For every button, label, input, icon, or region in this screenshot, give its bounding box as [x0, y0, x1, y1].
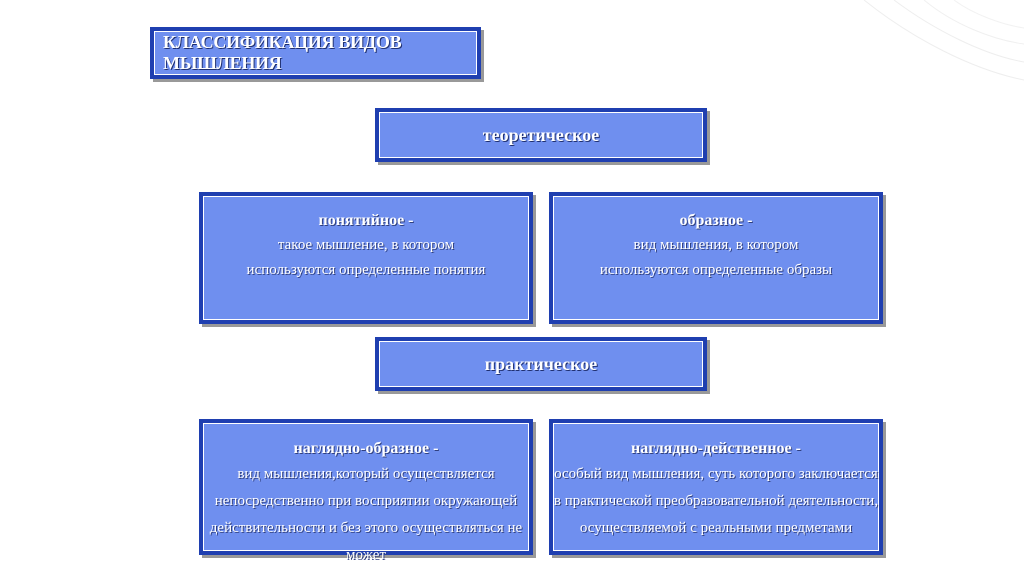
figurative-thinking-card: образное - вид мышления, в котором испол… [549, 192, 883, 324]
card-heading: наглядно-действенное - [631, 440, 801, 457]
card-line: действительности и без этого осуществлят… [209, 520, 523, 563]
practical-category: практическое [375, 337, 707, 391]
visual-action-thinking-card: наглядно-действенное - особый вид мышлен… [549, 419, 883, 555]
card-heading: образное - [679, 212, 753, 229]
card-line: осуществляемой с реальными предметами [579, 520, 853, 536]
card-line: непосредственно при восприятии окружающе… [214, 493, 518, 509]
theoretical-category: теоретическое [375, 108, 707, 162]
card-line: вид мышления, в котором [633, 237, 799, 253]
card-line: вид мышления,который осуществляется [237, 466, 495, 482]
corner-decoration [863, 0, 1024, 81]
card-line: особый вид мышления, суть которого заклю… [554, 466, 878, 482]
conceptual-thinking-card: понятийное - такое мышление, в котором и… [199, 192, 533, 324]
card-heading: наглядно-образное - [293, 440, 439, 457]
card-line: в практической преобразовательной деятел… [553, 493, 879, 509]
theoretical-label: теоретическое [482, 124, 600, 145]
diagram-title-text: КЛАССИФИКАЦИЯ ВИДОВ МЫШЛЕНИЯ [163, 32, 402, 73]
card-heading: понятийное - [318, 212, 414, 229]
visual-figurative-thinking-card: наглядно-образное - вид мышления,который… [199, 419, 533, 563]
card-line: используются определенные образы [599, 262, 833, 278]
practical-label: практическое [484, 353, 598, 374]
diagram-title: КЛАССИФИКАЦИЯ ВИДОВ МЫШЛЕНИЯ [150, 27, 481, 79]
card-line: такое мышление, в котором [277, 237, 455, 253]
card-line: используются определенные понятия [246, 262, 486, 278]
